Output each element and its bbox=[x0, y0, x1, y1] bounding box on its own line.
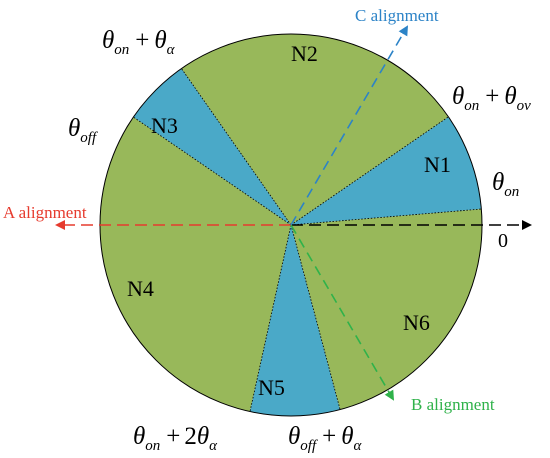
b-alignment-label: B alignment bbox=[411, 395, 495, 414]
region-label-n3: N3 bbox=[151, 113, 178, 138]
c-alignment-label: C alignment bbox=[355, 6, 439, 25]
b-alignment-axis-line bbox=[290, 224, 395, 401]
theta-on-label: θon bbox=[492, 169, 519, 200]
sector-n5 bbox=[249, 225, 341, 416]
region-label-n5: N5 bbox=[258, 375, 285, 400]
region-labels: N1 N2 N3 N4 N5 N6 bbox=[127, 41, 451, 400]
sector-group bbox=[99, 34, 482, 416]
sector-n3 bbox=[133, 68, 291, 225]
region-label-n2: N2 bbox=[291, 41, 318, 66]
sector-n2 bbox=[181, 34, 449, 226]
sector-n6 bbox=[291, 209, 482, 410]
a-alignment-label: A alignment bbox=[3, 203, 87, 222]
theta-off-plus-theta-alpha-label: θoff+θα bbox=[288, 423, 363, 454]
c-alignment-axis-line bbox=[290, 25, 409, 226]
axis-labels: A alignment B alignment C alignment 0 bbox=[3, 6, 508, 414]
theta-off-label: θoff bbox=[68, 115, 98, 146]
theta-on-plus-2theta-alpha-label: θon+2θα bbox=[133, 423, 218, 454]
zero-angle-label: 0 bbox=[498, 230, 508, 252]
region-label-n1: N1 bbox=[424, 152, 451, 177]
region-label-n4: N4 bbox=[127, 276, 154, 301]
reference-axis-arrowhead bbox=[522, 220, 532, 230]
sector-n4 bbox=[99, 117, 292, 412]
region-label-n6: N6 bbox=[403, 310, 430, 335]
sector-n1 bbox=[291, 116, 482, 225]
angle-labels: θon+θα θon+θov θoff θon θon+2θα θoff+θα bbox=[68, 27, 531, 454]
theta-on-plus-theta-ov-label: θon+θov bbox=[452, 83, 531, 114]
theta-on-plus-theta-alpha-label: θon+θα bbox=[102, 27, 176, 58]
